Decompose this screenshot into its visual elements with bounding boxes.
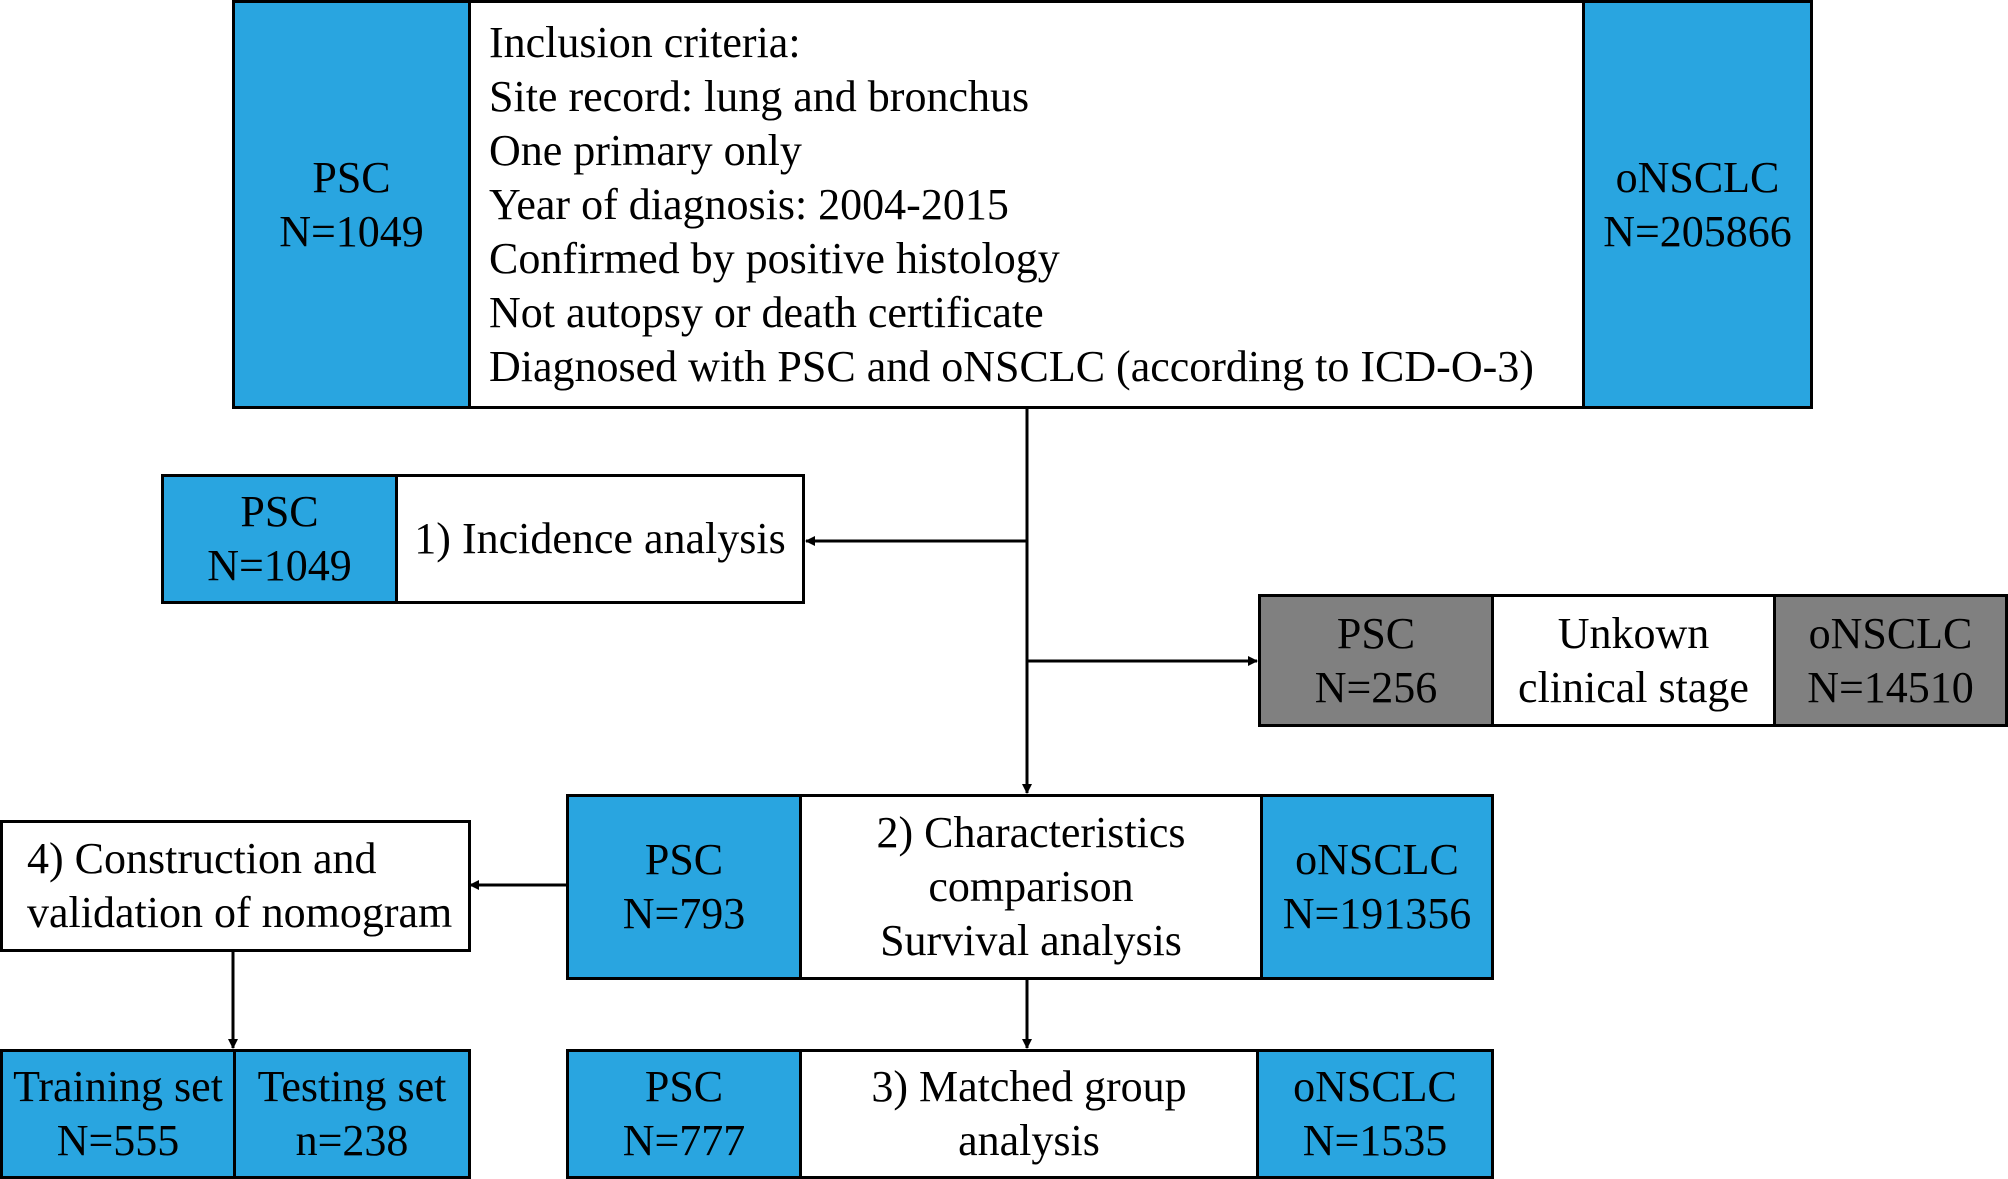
top-psc-count: N=1049 — [279, 206, 424, 256]
top-onsclc-count: N=205866 — [1603, 206, 1792, 256]
training-set-label: Training set — [13, 1062, 223, 1111]
nomogram-line: validation of nomogram — [27, 888, 453, 937]
testing-set-box: Testing set n=238 — [233, 1049, 471, 1179]
matched-psc-count: N=777 — [622, 1116, 746, 1165]
nomogram-box: 4) Construction and validation of nomogr… — [0, 820, 471, 952]
incidence-analysis-label: 1) Incidence analysis — [414, 514, 786, 563]
criteria-line: Diagnosed with PSC and oNSCLC (according… — [489, 341, 1534, 391]
matched-group-line: analysis — [958, 1116, 1100, 1165]
characteristics-box: 2) Characteristics comparison Survival a… — [799, 794, 1263, 980]
unknown-stage-line: Unkown — [1557, 608, 1710, 658]
unknown-stage-box: Unkown clinical stage — [1491, 594, 1776, 727]
criteria-line: Not autopsy or death certificate — [489, 287, 1044, 337]
characteristics-psc-box: PSC N=793 — [566, 794, 802, 980]
characteristics-onsclc-box: oNSCLC N=191356 — [1260, 794, 1494, 980]
training-set-box: Training set N=555 — [0, 1049, 236, 1179]
testing-set-label: Testing set — [257, 1062, 447, 1111]
excluded-onsclc-count: N=14510 — [1807, 662, 1974, 712]
unknown-stage-line: clinical stage — [1518, 662, 1749, 712]
characteristics-onsclc-count: N=191356 — [1282, 889, 1472, 938]
top-onsclc-box: oNSCLC N=205866 — [1582, 0, 1813, 409]
top-psc-label: PSC — [312, 152, 391, 202]
matched-group-line: 3) Matched group — [871, 1062, 1187, 1111]
nomogram-line: 4) Construction and — [27, 834, 377, 883]
excluded-psc-box: PSC N=256 — [1258, 594, 1494, 727]
matched-onsclc-count: N=1535 — [1302, 1116, 1448, 1165]
testing-set-count: n=238 — [295, 1116, 409, 1165]
criteria-line: Year of diagnosis: 2004-2015 — [489, 179, 1009, 229]
characteristics-line: comparison — [928, 862, 1134, 911]
characteristics-psc-label: PSC — [644, 835, 724, 884]
excluded-onsclc-label: oNSCLC — [1808, 608, 1973, 658]
matched-onsclc-box: oNSCLC N=1535 — [1256, 1049, 1494, 1179]
top-onsclc-label: oNSCLC — [1615, 152, 1780, 202]
characteristics-psc-count: N=793 — [622, 889, 746, 938]
excluded-psc-label: PSC — [1336, 608, 1416, 658]
criteria-line: Site record: lung and bronchus — [489, 71, 1030, 121]
top-psc-box: PSC N=1049 — [232, 0, 471, 409]
criteria-line: Inclusion criteria: — [489, 17, 801, 67]
incidence-analysis-box: 1) Incidence analysis — [395, 474, 805, 604]
excluded-psc-count: N=256 — [1314, 662, 1438, 712]
criteria-line: One primary only — [489, 125, 802, 175]
incidence-psc-count: N=1049 — [207, 541, 352, 590]
matched-psc-box: PSC N=777 — [566, 1049, 802, 1179]
inclusion-criteria-box: Inclusion criteria: Site record: lung an… — [468, 0, 1585, 409]
incidence-psc-box: PSC N=1049 — [161, 474, 398, 604]
incidence-psc-label: PSC — [240, 487, 319, 536]
matched-group-box: 3) Matched group analysis — [799, 1049, 1259, 1179]
characteristics-line: Survival analysis — [880, 916, 1182, 965]
excluded-onsclc-box: oNSCLC N=14510 — [1773, 594, 2008, 727]
training-set-count: N=555 — [56, 1116, 180, 1165]
characteristics-line: 2) Characteristics — [876, 808, 1186, 857]
matched-psc-label: PSC — [644, 1062, 724, 1111]
criteria-line: Confirmed by positive histology — [489, 233, 1060, 283]
matched-onsclc-label: oNSCLC — [1293, 1062, 1457, 1111]
characteristics-onsclc-label: oNSCLC — [1295, 835, 1459, 884]
